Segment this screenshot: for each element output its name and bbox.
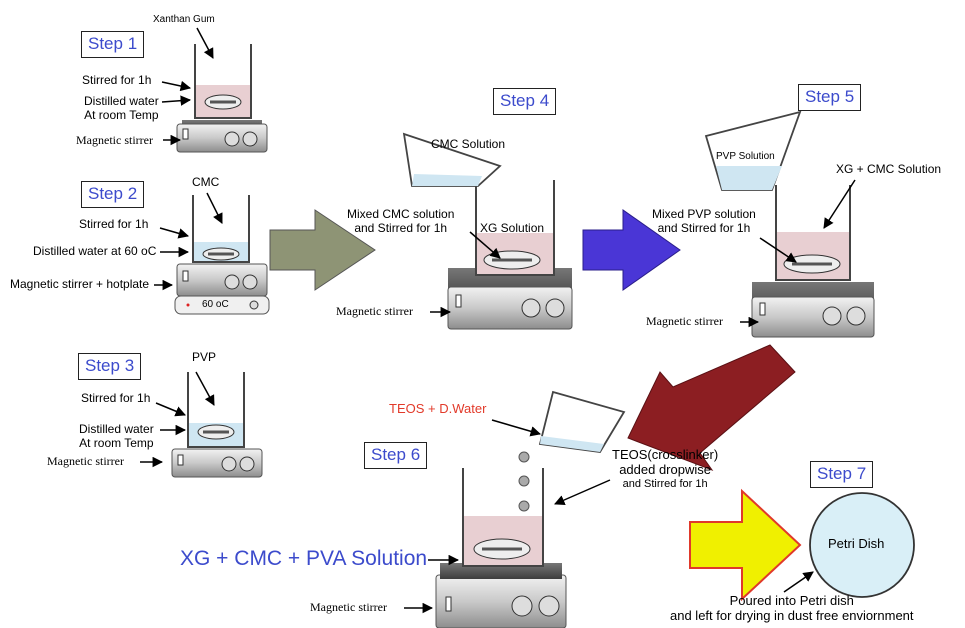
step5-xgcmc-arrow [823, 179, 856, 229]
step1-water-line1: Distilled water [84, 94, 159, 108]
step7-poured-arrow [783, 571, 814, 593]
maroon-flow-arrow [627, 344, 796, 472]
step-6-badge: Step 6 [364, 442, 428, 469]
olive-flow-arrow [269, 209, 376, 291]
drop-2 [518, 475, 530, 487]
step3-stirred-arrow [155, 402, 186, 417]
step3-water-line1: Distilled water [79, 422, 154, 436]
hotplate-display: 60 oC [202, 299, 229, 310]
step3-stirred-label: Stirred for 1h [81, 391, 151, 405]
step5-apparatus [704, 110, 875, 338]
step2-water-label: Distilled water at 60 oC [33, 244, 157, 258]
step2-stirrer-label: Magnetic stirrer + hotplate [10, 277, 150, 291]
pouring-beaker-pvp [704, 110, 802, 191]
teos-line1: TEOS(crosslinker) [612, 447, 719, 462]
step7-apparatus [783, 492, 915, 598]
step3-water-label: Distilled water At room Temp [79, 422, 154, 451]
step1-stirred-label: Stirred for 1h [82, 73, 152, 87]
step1-water-line2: At room Temp [84, 107, 159, 122]
step4-mixed-line1: Mixed CMC solution [347, 207, 455, 221]
step2-cmc-arrow [206, 192, 223, 224]
step1-water-arrow [161, 95, 192, 106]
teos-line2: added dropwise [619, 461, 711, 477]
pvp-label: PVP [192, 350, 217, 364]
step5-mixed-line1: Mixed PVP solution [652, 207, 756, 221]
step-1-badge: Step 1 [81, 31, 145, 58]
cmc-label: CMC [192, 175, 220, 189]
step4-stirrer-label: Magnetic stirrer [336, 304, 413, 318]
step2-stirred-label: Stirred for 1h [79, 217, 149, 231]
step5-mixed-label: Mixed PVP solution and Stirred for 1h [652, 207, 756, 236]
xanthan-gum-label: Xanthan Gum [153, 14, 215, 25]
step4-apparatus [402, 132, 573, 330]
step-3-badge: Step 3 [78, 353, 142, 380]
step3-stirrer-label: Magnetic stirrer [47, 454, 124, 468]
step4-mixed-line2: and Stirred for 1h [354, 220, 448, 235]
step1-stirred-arrow [161, 80, 192, 92]
pouring-beaker-teos [538, 390, 626, 453]
teos-line3: and Stirred for 1h [622, 477, 708, 490]
step4-mixed-arrow [469, 231, 501, 259]
drop-3 [518, 500, 530, 512]
step5-stirrer-label: Magnetic stirrer [646, 314, 723, 328]
step7-poured-line2: and left for drying in dust free enviorn… [670, 607, 914, 623]
step4-mixed-label: Mixed CMC solution and Stirred for 1h [347, 207, 455, 236]
step7-poured-line1: Poured into Petri dish [729, 593, 854, 608]
step5-mixed-line2: and Stirred for 1h [657, 220, 751, 235]
petri-dish [809, 492, 915, 598]
step1-apparatus [161, 27, 268, 153]
xg-cmc-solution-label: XG + CMC Solution [836, 162, 942, 176]
step-4-badge: Step 4 [493, 88, 557, 115]
drop-1 [518, 451, 530, 463]
step1-xanthan-arrow [196, 27, 214, 59]
petri-dish-label: Petri Dish [828, 536, 885, 551]
step5-mixed-arrow [759, 237, 797, 263]
step-5-badge: Step 5 [798, 84, 862, 111]
teos-crosslinker-label: TEOS(crosslinker) added dropwise and Sti… [612, 447, 719, 491]
step2-apparatus [154, 192, 270, 315]
step1-water-label: Distilled water At room Temp [84, 94, 159, 123]
teos-water-label: TEOS + D.Water [389, 401, 487, 416]
step3-water-line2: At room Temp [79, 435, 154, 450]
step2-stirred-arrow [159, 227, 190, 239]
step6-stirrer-label: Magnetic stirrer [310, 600, 387, 614]
cmc-solution-label: CMC Solution [431, 137, 506, 151]
pvp-solution-label: PVP Solution [716, 151, 775, 162]
pouring-beaker-cmc [402, 132, 502, 187]
step6-crosslinker-arrow [554, 479, 611, 506]
step6-teos-arrow [491, 419, 542, 437]
step6-apparatus [404, 390, 626, 628]
step7-poured-label: Poured into Petri dish and left for dryi… [670, 593, 914, 624]
final-solution-label: XG + CMC + PVA Solution [180, 547, 428, 570]
step-2-badge: Step 2 [81, 181, 145, 208]
xg-solution-label: XG Solution [480, 221, 545, 235]
step3-apparatus [140, 371, 263, 478]
step3-pvp-arrow [195, 371, 215, 406]
step1-stirrer-label: Magnetic stirrer [76, 133, 153, 147]
blue-flow-arrow [582, 209, 681, 291]
yellow-flow-arrow [689, 488, 802, 602]
step-7-badge: Step 7 [810, 461, 874, 488]
